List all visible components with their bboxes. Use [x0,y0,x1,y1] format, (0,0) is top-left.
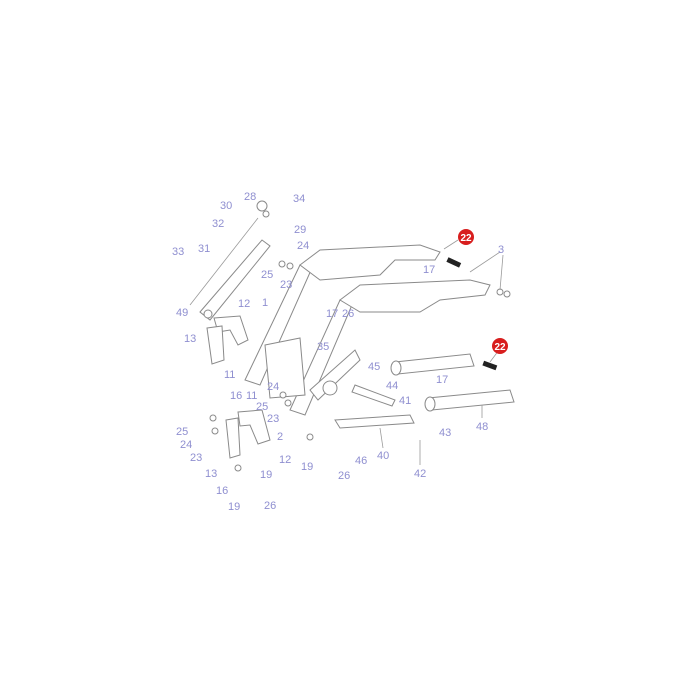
label-48: 48 [476,421,488,433]
label-16: 16 [230,390,242,402]
hardware [209,239,511,472]
label-17-lower: 17 [436,374,448,386]
label-1: 1 [262,297,268,309]
label-40: 40 [377,450,389,462]
label-42: 42 [414,468,426,480]
hydraulic-cylinders [334,353,515,429]
part-labels: 28 34 30 32 29 24 31 33 25 23 12 1 17 26… [172,191,504,513]
label-17: 17 [326,308,338,320]
label-34: 34 [293,193,305,205]
badge-label-22: 22 [460,233,472,244]
label-13: 13 [184,333,196,345]
label-29: 29 [294,224,306,236]
highlight-badge-22-lower[interactable]: 22 [492,338,508,354]
label-26: 26 [342,308,354,320]
ram-cylinder-31 [189,200,271,321]
label-41: 41 [399,395,411,407]
label-24: 24 [267,381,279,393]
label-49: 49 [176,307,188,319]
highlight-badge-22-upper[interactable]: 22 [458,229,474,245]
label-28: 28 [244,191,256,203]
label-11: 11 [224,369,235,381]
link-plates [206,315,271,459]
label-26: 26 [264,500,276,512]
label-26: 26 [338,470,350,482]
label-24: 24 [180,439,192,451]
label-30: 30 [220,200,232,212]
label-3: 3 [498,244,504,256]
badge-label-22: 22 [494,342,506,353]
label-33: 33 [172,246,184,258]
label-25: 25 [176,426,188,438]
label-12: 12 [279,454,291,466]
label-16: 16 [216,485,228,497]
label-44: 44 [386,380,398,392]
label-2: 2 [277,431,283,443]
pin-22-lower [482,360,498,371]
label-19: 19 [301,461,313,473]
label-23: 23 [267,413,279,425]
label-19: 19 [228,501,240,513]
pin-22-upper [446,257,462,268]
label-35: 35 [317,341,329,353]
label-25: 25 [261,269,273,281]
label-12: 12 [238,298,250,310]
label-46: 46 [355,455,367,467]
label-45: 45 [368,361,380,373]
label-31: 31 [198,243,210,255]
label-43: 43 [439,427,451,439]
label-32: 32 [212,218,224,230]
label-13: 13 [205,468,217,480]
label-23: 23 [280,279,292,291]
label-25: 25 [256,401,268,413]
label-24: 24 [297,240,309,252]
label-19: 19 [260,469,272,481]
label-23: 23 [190,452,202,464]
label-11: 11 [246,390,257,402]
loader-frame-1 [244,244,491,416]
label-17-upper: 17 [423,264,435,276]
